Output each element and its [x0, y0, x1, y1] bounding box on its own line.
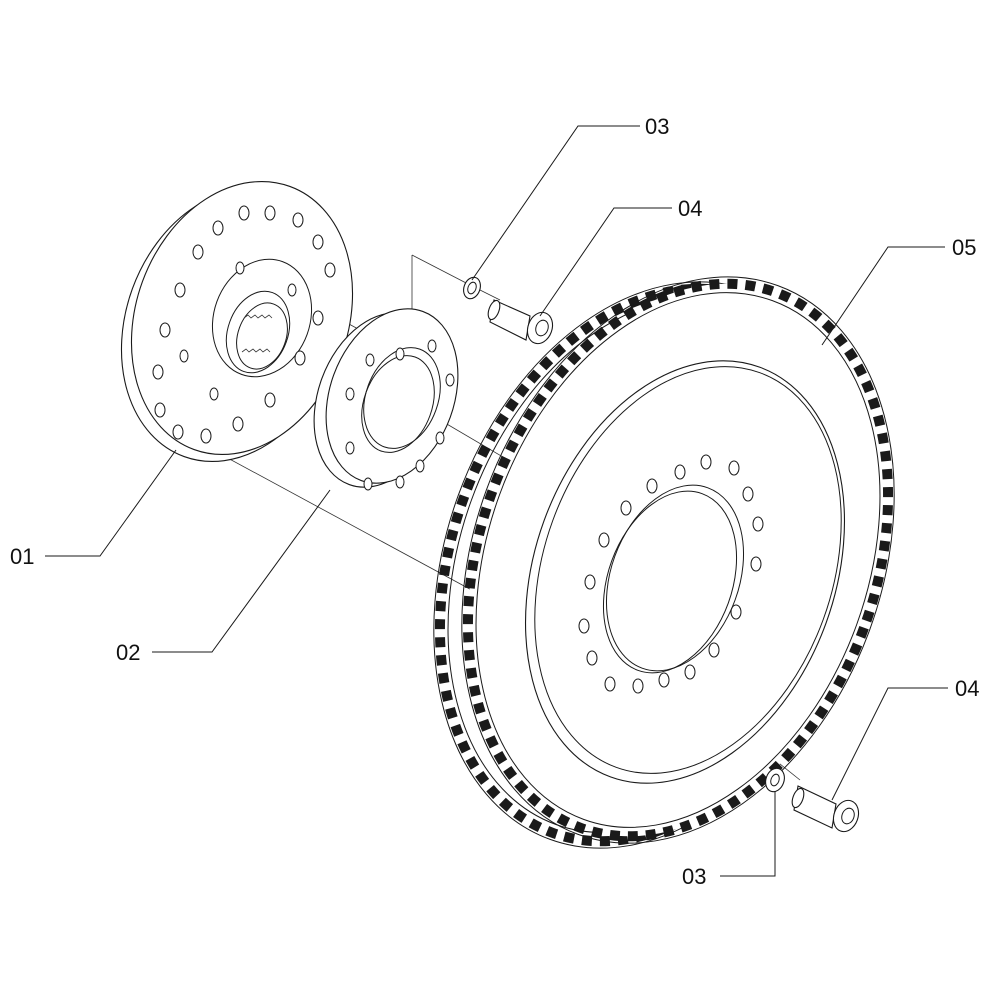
part-05-bolt-holes — [578, 454, 764, 694]
part-04-cap-screw-top — [487, 299, 554, 345]
part-02-bolt-holes — [345, 339, 455, 491]
part-01-bolt-holes — [152, 205, 336, 444]
part-02-spacer-ring — [313, 308, 459, 491]
part-03-lock-washer-top — [463, 276, 481, 300]
leader-lines — [45, 125, 948, 877]
part-04-cap-screw-bottom — [791, 785, 860, 833]
callout-02: 02 — [116, 640, 140, 665]
part-05-double-sprocket — [433, 276, 895, 849]
callout-05: 05 — [952, 235, 976, 260]
callout-04-top: 04 — [678, 196, 702, 221]
callout-03-bottom: 03 — [682, 864, 706, 889]
callout-03-top: 03 — [645, 114, 669, 139]
part-03-lock-washer-bottom — [765, 767, 785, 793]
part-01-hub-flange — [120, 180, 354, 463]
callout-01: 01 — [10, 544, 34, 569]
callout-04-bottom: 04 — [955, 676, 979, 701]
